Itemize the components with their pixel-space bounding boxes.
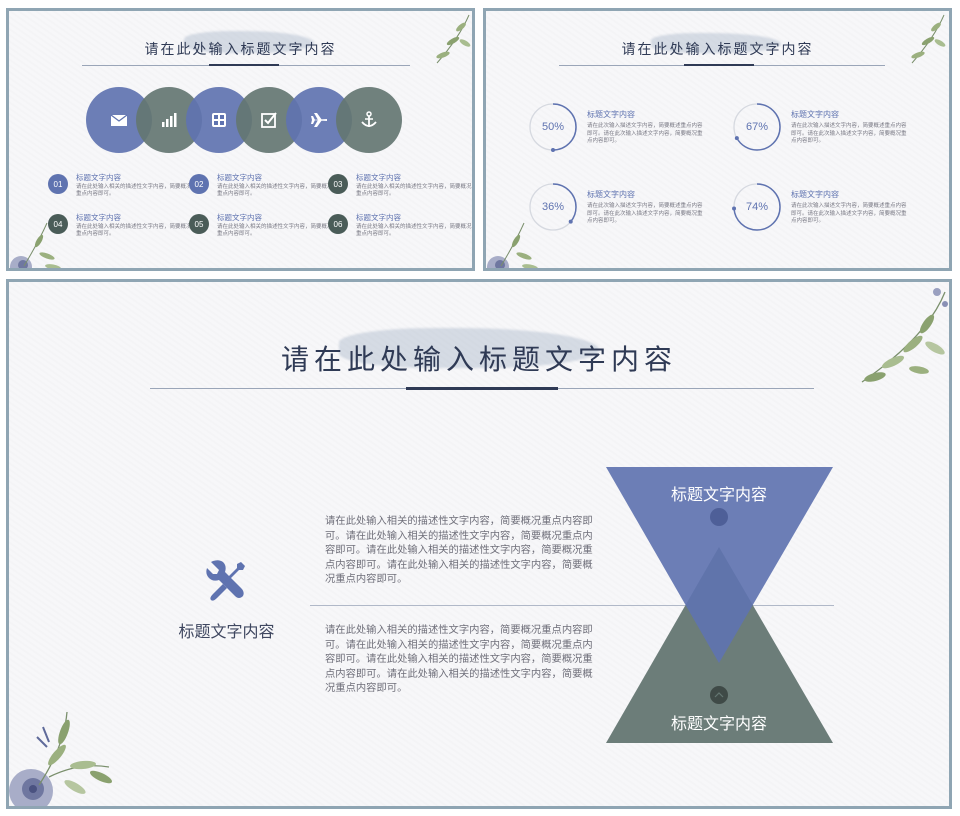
item-number-02: 02 bbox=[189, 174, 209, 194]
item-heading: 标题文字内容 bbox=[76, 213, 121, 222]
leaf-decoration-top-right bbox=[911, 14, 946, 64]
middle-divider bbox=[310, 605, 834, 606]
item-heading: 标题文字内容 bbox=[356, 213, 401, 222]
item-text-04: 标题文字内容请在此处输入相关的描述性文字内容，简要概况重点内容即可。 bbox=[76, 213, 196, 238]
item-heading: 标题文字内容 bbox=[76, 173, 121, 182]
title-accent bbox=[406, 387, 558, 390]
top-triangle-dot bbox=[710, 508, 728, 526]
slide-title: 请在此处输入标题文字内容 bbox=[621, 42, 814, 58]
item-text-02: 标题文字内容请在此处输入相关的描述性文字内容，简要概况重点内容即可。 bbox=[217, 173, 337, 198]
progress-text-3: 标题文字内容请在此次输入描述文字内容，简要概述重点内容即可。请在此次输入描述文字… bbox=[587, 190, 707, 226]
left-heading: 标题文字内容 bbox=[178, 622, 275, 641]
slide-thumbnail-1[interactable]: 请在此处输入标题文字内容 01 标题文字内容请在此处输入相关的描述性文字内容，简… bbox=[6, 8, 475, 271]
top-triangle-label: 标题文字内容 bbox=[670, 485, 767, 504]
item-heading: 标题文字内容 bbox=[791, 190, 839, 199]
hourglass-graphic bbox=[606, 467, 833, 743]
anchor-icon bbox=[361, 111, 377, 127]
progress-ring-50: 50% bbox=[528, 102, 578, 152]
slide-title: 请在此处输入标题文字内容 bbox=[280, 343, 677, 376]
item-desc: 请在此处输入相关的描述性文字内容，简要概况重点内容即可。 bbox=[217, 184, 333, 197]
item-desc: 请在此处输入相关的描述性文字内容，简要概况重点内容即可。 bbox=[76, 184, 192, 197]
item-heading: 标题文字内容 bbox=[791, 110, 839, 119]
progress-ring-74: 74% bbox=[732, 182, 782, 232]
progress-text-1: 标题文字内容请在此次输入描述文字内容，简要概述重点内容即可。请在此次输入描述文字… bbox=[587, 110, 707, 146]
item-desc: 请在此处输入相关的描述性文字内容，简要概况重点内容即可。 bbox=[356, 224, 472, 237]
item-desc: 请在此处输入相关的描述性文字内容，简要概况重点内容即可。 bbox=[217, 224, 333, 237]
anchor-circle bbox=[336, 87, 402, 153]
brush-stroke bbox=[339, 328, 599, 368]
percent-label: 74% bbox=[745, 201, 769, 213]
item-heading: 标题文字内容 bbox=[587, 110, 635, 119]
ring-end-dot bbox=[568, 219, 573, 224]
progress-text-2: 标题文字内容请在此次输入描述文字内容，简要概述重点内容即可。请在此次输入描述文字… bbox=[791, 110, 911, 146]
envelope-icon bbox=[110, 114, 128, 126]
bar-chart-icon bbox=[162, 113, 177, 127]
bottom-triangle-dot bbox=[710, 686, 728, 704]
item-desc: 请在此次输入描述文字内容，简要概述重点内容即可。请在此次输入描述文字内容，简要概… bbox=[587, 203, 703, 224]
flower-decoration-bottom-left bbox=[10, 222, 61, 268]
item-heading: 标题文字内容 bbox=[356, 173, 401, 182]
item-number-06: 06 bbox=[328, 214, 348, 234]
ring-end-dot bbox=[732, 206, 737, 211]
item-heading: 标题文字内容 bbox=[217, 213, 262, 222]
item-text-06: 标题文字内容请在此处输入相关的描述性文字内容，简要概况重点内容即可。 bbox=[356, 213, 472, 238]
item-number-04: 04 bbox=[48, 214, 68, 234]
description-top: 请在此处输入相关的描述性文字内容，简要概况重点内容即可。请在此处输入相关的描述性… bbox=[325, 515, 593, 585]
tools-icon bbox=[206, 560, 245, 601]
slide-thumbnail-2[interactable]: 请在此处输入标题文字内容 50% 标题文字内容请在此次输入描述文字内容，简要概述… bbox=[483, 8, 952, 271]
title-accent bbox=[684, 64, 754, 66]
item-desc: 请在此处输入相关的描述性文字内容，简要概况重点内容即可。 bbox=[356, 184, 472, 197]
item-text-03: 标题文字内容请在此处输入相关的描述性文字内容，简要概况重点内容即可。 bbox=[356, 173, 472, 198]
ring-end-dot bbox=[734, 136, 739, 141]
ring-progress bbox=[529, 183, 577, 231]
progress-ring-67: 67% bbox=[732, 102, 782, 152]
item-desc: 请在此次输入描述文字内容，简要概述重点内容即可。请在此次输入描述文字内容，简要概… bbox=[587, 123, 703, 144]
title-accent bbox=[209, 64, 279, 66]
bottom-triangle-label: 标题文字内容 bbox=[670, 714, 767, 733]
item-number-03: 03 bbox=[328, 174, 348, 194]
flower-decoration-bottom-left bbox=[9, 711, 113, 806]
ring-end-dot bbox=[551, 148, 555, 152]
brush-stroke bbox=[651, 33, 781, 53]
item-desc: 请在此处输入相关的描述性文字内容，简要概况重点内容即可。 bbox=[76, 224, 192, 237]
ring-progress bbox=[733, 103, 781, 151]
item-number-01: 01 bbox=[48, 174, 68, 194]
progress-ring-36: 36% bbox=[528, 182, 578, 232]
item-desc: 请在此次输入描述文字内容，简要概述重点内容即可。请在此次输入描述文字内容，简要概… bbox=[791, 203, 907, 224]
brush-stroke bbox=[184, 31, 314, 53]
item-text-05: 标题文字内容请在此处输入相关的描述性文字内容，简要概况重点内容即可。 bbox=[217, 213, 337, 238]
leaf-decoration-top-right bbox=[861, 288, 948, 383]
slide-title: 请在此处输入标题文字内容 bbox=[144, 42, 337, 58]
item-desc: 请在此次输入描述文字内容，简要概述重点内容即可。请在此次输入描述文字内容，简要概… bbox=[791, 123, 907, 144]
checkbox-icon bbox=[261, 112, 277, 128]
ring-progress bbox=[733, 183, 781, 231]
slide-main: 请在此处输入标题文字内容 标题文字内容 请在此处输入相关的描述性 bbox=[6, 279, 952, 809]
top-triangle bbox=[606, 467, 833, 663]
item-heading: 标题文字内容 bbox=[587, 190, 635, 199]
airplane-icon bbox=[311, 113, 327, 127]
description-bottom: 请在此处输入相关的描述性文字内容，简要概况重点内容即可。请在此处输入相关的描述性… bbox=[325, 624, 593, 694]
leaf-decoration-top-right bbox=[436, 14, 471, 64]
progress-text-4: 标题文字内容请在此次输入描述文字内容，简要概述重点内容即可。请在此次输入描述文字… bbox=[791, 190, 911, 226]
percent-label: 67% bbox=[745, 121, 769, 133]
percent-label: 50% bbox=[541, 121, 565, 133]
item-number-05: 05 bbox=[189, 214, 209, 234]
item-text-01: 标题文字内容请在此处输入相关的描述性文字内容，简要概况重点内容即可。 bbox=[76, 173, 196, 198]
calculator-icon bbox=[212, 113, 226, 127]
flower-decoration-bottom-left bbox=[487, 222, 538, 268]
item-heading: 标题文字内容 bbox=[217, 173, 262, 182]
percent-label: 36% bbox=[541, 201, 565, 213]
